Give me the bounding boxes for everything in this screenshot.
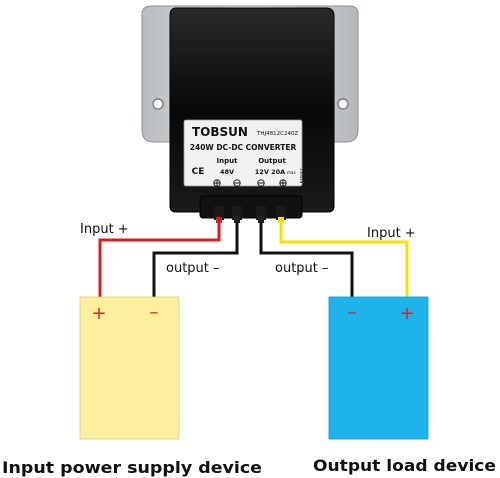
- wire-stub-black-1: [232, 206, 242, 220]
- input-device-plus-symbol: +: [91, 303, 106, 324]
- output-load-device: [328, 296, 429, 440]
- output-device-plus-symbol: +: [399, 303, 414, 324]
- wire-black-input-minus: [152, 222, 239, 298]
- input-power-supply-device: [79, 296, 180, 440]
- converter-title: 240W DC-DC CONVERTER: [190, 143, 297, 152]
- output-device-minus-symbol: –: [348, 302, 357, 323]
- mounting-hole-right: [337, 98, 349, 110]
- input-plus-terminal-icon: [213, 179, 221, 187]
- output-value: 12V 20A: [255, 168, 285, 176]
- output-plus-terminal-icon: [279, 179, 287, 187]
- output-value-suffix: max: [287, 170, 296, 175]
- side-code: 150419: [299, 168, 304, 184]
- input-value: 48V: [220, 168, 234, 176]
- wire-yellow-output-plus: [279, 222, 409, 298]
- left-minus-wire-label: output –: [166, 261, 220, 276]
- input-device-caption: Input power supply device: [2, 458, 262, 477]
- wire-stub-red: [214, 206, 224, 220]
- model-text: THJ4812C240Z: [256, 131, 298, 137]
- output-device-caption: Output load device: [313, 456, 496, 475]
- output-minus-terminal-icon: [257, 179, 265, 187]
- wire-tip-red: [216, 217, 222, 223]
- mounting-hole-left: [152, 98, 164, 110]
- wire-stub-yellow: [276, 206, 286, 220]
- wire-tip-black-2: [258, 217, 264, 223]
- ce-mark: CE: [192, 167, 205, 177]
- wire-stub-black-2: [256, 206, 266, 220]
- wire-black-output-minus: [259, 222, 354, 298]
- right-plus-wire-label: Input +: [367, 226, 416, 241]
- left-plus-wire-label: Input +: [80, 222, 129, 237]
- wire-tip-yellow: [278, 217, 284, 223]
- input-device-minus-symbol: –: [150, 302, 159, 323]
- brand-text: TOBSUN: [192, 125, 248, 139]
- input-header: Input: [217, 157, 239, 165]
- wire-red-input-plus: [98, 222, 221, 298]
- output-header: Output: [258, 157, 286, 165]
- converter-label: [183, 119, 303, 187]
- wire-tip-black-1: [234, 217, 240, 223]
- right-minus-wire-label: output –: [275, 261, 329, 276]
- input-minus-terminal-icon: [233, 179, 241, 187]
